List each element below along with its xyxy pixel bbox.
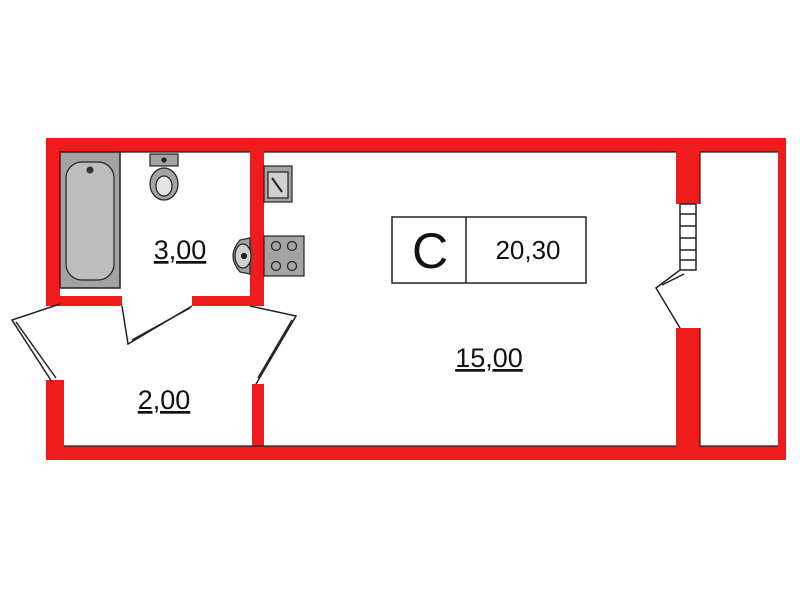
wall-bottom bbox=[46, 446, 786, 460]
inner-outlines bbox=[60, 151, 778, 447]
bathroom-area-label: 3,00 bbox=[154, 235, 207, 265]
living-room-area-label: 15,00 bbox=[455, 343, 523, 373]
wall-balcony-right bbox=[778, 138, 786, 460]
window-icon bbox=[679, 203, 697, 271]
bathtub-icon bbox=[59, 151, 121, 289]
wall-hallway-left bbox=[46, 380, 64, 460]
wall-balcony-upper bbox=[676, 138, 700, 204]
wall-hallway-right bbox=[252, 384, 264, 460]
total-area-value: 20,30 bbox=[495, 235, 560, 265]
stove-icon bbox=[263, 235, 305, 277]
walls bbox=[46, 138, 786, 460]
summary-box: С 20,30 bbox=[391, 216, 587, 284]
wall-top bbox=[46, 138, 786, 152]
door-icon bbox=[10, 303, 298, 385]
wall-balcony-lower bbox=[676, 328, 700, 460]
toilet-icon bbox=[149, 153, 179, 201]
sink-icon bbox=[232, 237, 252, 275]
hallway-area-label: 2,00 bbox=[138, 385, 191, 415]
wall-bathroom-bottom-left bbox=[46, 296, 122, 306]
apartment-type-letter: С bbox=[412, 223, 448, 279]
wall-bathroom-right bbox=[250, 138, 264, 304]
wall-bathroom-left bbox=[46, 138, 60, 304]
kitchen-sink-icon bbox=[263, 165, 293, 203]
wall-bathroom-bottom-right bbox=[192, 296, 264, 306]
balcony-icon bbox=[655, 269, 685, 329]
